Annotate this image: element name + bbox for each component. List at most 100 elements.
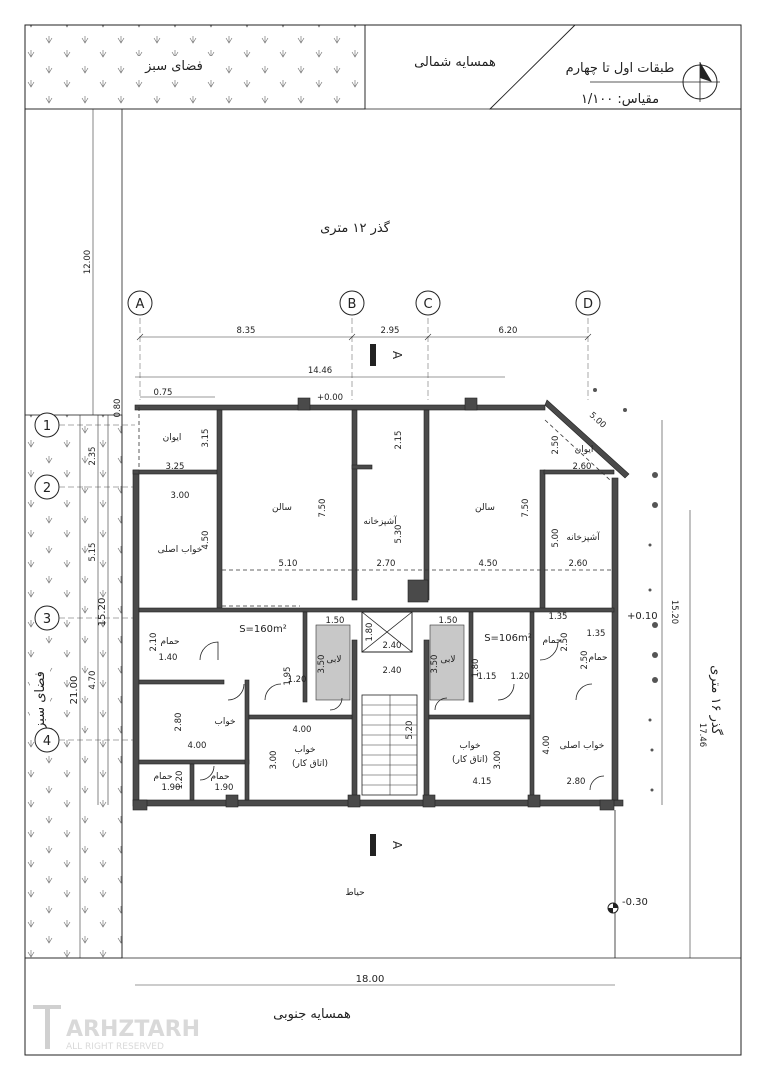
dim-250c: 2.50 (580, 651, 590, 670)
dim-400c: 4.00 (542, 736, 552, 755)
north-neighbor-label: همسایه شمالی (414, 55, 496, 70)
dim-400b: 4.00 (293, 725, 312, 735)
dim-350a: 3.50 (317, 655, 327, 674)
dim-r34: 4.70 (88, 671, 98, 690)
section-mark-bottom: A (390, 841, 404, 850)
svg-text:A: A (136, 297, 145, 312)
dim-left-total: 21.00 (69, 676, 80, 705)
dim-250a: 2.50 (551, 436, 561, 455)
svg-text:4: 4 (43, 734, 51, 749)
dim-240: 2.40 (383, 641, 402, 651)
dim-240b: 2.40 (383, 666, 402, 676)
dim-190a: 1.90 (162, 783, 181, 793)
dim-120c: 1.20 (175, 771, 185, 790)
room-master-left: خواب اصلی (158, 545, 203, 555)
svg-text:B: B (348, 297, 357, 312)
svg-text:ALL RIGHT RESERVED: ALL RIGHT RESERVED (66, 1042, 164, 1052)
room-bath-1: حمام (160, 637, 179, 647)
room-ivan-left: ایوان (163, 433, 182, 443)
room-lobby-left: لابی (326, 655, 341, 665)
lobby-left-fill (315, 624, 351, 701)
level-marker-icon (607, 902, 619, 914)
room-bed-left: خواب (214, 717, 235, 727)
room-salon-right: سالن (475, 503, 495, 513)
dim-corner-500: 5.00 (587, 410, 608, 430)
east-street-label: گذر ۱۶ متری (708, 665, 724, 736)
room-lobby-right: لابی (440, 655, 455, 665)
room-bed-right: خواب (459, 741, 480, 751)
svg-text:1: 1 (43, 419, 51, 434)
dim-300c: 3.00 (493, 751, 503, 770)
dim-115: 1.15 (478, 672, 497, 682)
dim-325: 3.25 (166, 462, 185, 472)
dim-right-1746: 17.46 (697, 723, 707, 747)
grid-row-3: 3 (34, 605, 135, 631)
level-010: +0.10 (627, 611, 658, 622)
green-space-top (24, 24, 366, 110)
dim-180: 1.80 (365, 623, 375, 642)
green-space-top-label: فضای سبز (144, 59, 203, 74)
svg-text:C: C (423, 297, 432, 312)
dim-300b: 3.00 (269, 751, 279, 770)
dim-190b: 1.90 (215, 783, 234, 793)
room-kitchen-left: آشپزخانه (363, 515, 397, 527)
lobby-right-fill (429, 624, 465, 701)
svg-text:D: D (583, 297, 593, 312)
dim-260b: 2.60 (569, 559, 588, 569)
dim-135b: 1.35 (587, 629, 606, 639)
street-trees-icon (593, 388, 658, 792)
level-030: -0.30 (622, 897, 648, 908)
grid-column-a: A (127, 290, 153, 400)
room-bed-mid: خواب (294, 745, 315, 755)
yard-label: حیاط (345, 888, 364, 898)
dim-195: 1.95 (283, 667, 293, 686)
dim-150b: 1.50 (439, 616, 458, 626)
dim-300: 3.00 (171, 491, 190, 501)
area-right: S=106m² (484, 633, 532, 644)
dim-750b: 7.50 (521, 499, 531, 518)
dim-215: 2.15 (394, 431, 404, 450)
north-street-label: گذر ۱۲ متری (320, 220, 391, 236)
grid-column-d: D (575, 290, 601, 400)
dim-right-1520: 15.20 (669, 600, 679, 624)
dim-450b: 4.50 (479, 559, 498, 569)
dim-180b: 1.80 (471, 659, 481, 678)
dim-210: 2.10 (149, 633, 159, 652)
dim-120a: 1.20 (288, 675, 307, 685)
grid-row-4: 4 (34, 727, 135, 753)
green-space-left-label: فضای سبز (33, 671, 48, 730)
svg-text:ARHZTARH: ARHZTARH (66, 1017, 200, 1042)
dim-ab: 8.35 (237, 326, 256, 336)
dim-150a: 1.50 (326, 616, 345, 626)
dim-415: 4.15 (473, 777, 492, 787)
svg-text:3: 3 (43, 612, 51, 627)
dim-530: 5.30 (394, 525, 404, 544)
dim-510: 5.10 (279, 559, 298, 569)
dim-280b: 2.80 (567, 777, 586, 787)
dim-000: +0.00 (317, 393, 343, 403)
floors-title: طبقات اول تا چهارم (566, 61, 675, 76)
dim-r23: 5.15 (88, 543, 98, 562)
building-walls (132, 397, 630, 811)
dim-r12: 2.35 (88, 447, 98, 466)
dim-520: 5.20 (405, 721, 415, 740)
room-bed-right-sub: (اتاق کار) (452, 755, 488, 765)
scale-label: مقیاس: ۱/۱۰۰ (581, 92, 659, 107)
south-neighbor-label: همسایه جنوبی (273, 1007, 351, 1022)
section-mark-top-icon (370, 344, 376, 366)
dim-bottom-total: 18.00 (356, 974, 385, 985)
dim-260a: 2.60 (573, 462, 592, 472)
room-ivan-right: ایوان (575, 445, 594, 455)
dim-075: 0.75 (154, 388, 173, 398)
dim-400a: 4.00 (188, 741, 207, 751)
dim-315: 3.15 (201, 429, 211, 448)
room-bath-4: حمام (153, 772, 172, 782)
dim-450a: 4.50 (201, 531, 211, 550)
dim-120b: 1.20 (511, 672, 530, 682)
section-mark-bottom-icon (370, 834, 376, 856)
grid-column-c: C (415, 290, 441, 400)
grid-column-b: B (339, 290, 365, 400)
dim-500: 5.00 (551, 529, 561, 548)
room-bed-mid-sub: (اتاق کار) (292, 759, 328, 769)
